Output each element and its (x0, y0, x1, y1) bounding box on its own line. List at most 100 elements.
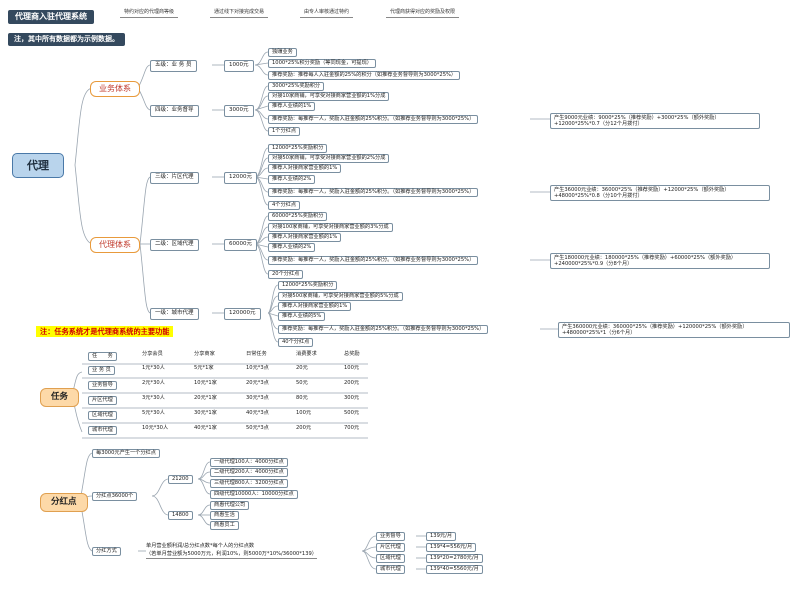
task-cell: 30元*3点 (246, 395, 269, 401)
l1-item: 推荐人业绩的5% (278, 312, 326, 322)
task-cell: 10元*3点 (246, 365, 269, 371)
l1-calc: 产生360000元业绩：360000*25%（推荐奖励）+120000*25%（… (558, 322, 790, 339)
level2-price: 60000元 (224, 239, 257, 251)
l4-item: 3000*25%奖励积分 (268, 82, 325, 92)
task-row-label: 城市代理 (88, 426, 117, 436)
level1-node: 一级：城市代理 (150, 308, 199, 320)
l3-item: 4个分红点 (268, 201, 301, 211)
task-header-cell: 日常任务 (246, 351, 267, 357)
dividend-formula-example: （若单月营业额为5000万元，利润10%，则5000万*10%/36000*13… (146, 551, 317, 560)
method-level: 业务督导 (376, 532, 405, 542)
level5-node: 五级：业 务 员 (150, 60, 197, 72)
dividend-node: 分红点 (40, 493, 88, 512)
agent-node: 代理体系 (90, 237, 140, 253)
l3-item: 对接50家商铺，可享受对接商家营业额的2%分成 (268, 154, 390, 164)
task-cell: 5元*30人 (142, 410, 165, 416)
level4-price: 3000元 (224, 105, 254, 117)
task-header-label: 任 务 (88, 352, 117, 362)
method-amount: 139*40=5560元/月 (426, 565, 483, 575)
l1-item: 对接500家商铺，可享受对接商家营业额的5%分成 (278, 292, 403, 302)
l2-calc: 产生180000元业绩：180000*25%（推荐奖励）+60000*25%（额… (550, 253, 770, 270)
method-amount: 139*20=2780元/月 (426, 554, 483, 564)
l5-item: 独赚业务 (268, 48, 297, 58)
l3-item: 推荐人对接商家营业额的1% (268, 164, 342, 174)
level5-price: 1000元 (224, 60, 254, 72)
l4-item: 推荐人业绩的1% (268, 102, 316, 112)
business-node: 业务体系 (90, 81, 140, 97)
level4-node: 四级：业务督导 (150, 105, 199, 117)
task-cell: 80元 (296, 395, 308, 401)
task-cell: 40元*3点 (246, 410, 269, 416)
l2-item: 对接100家商铺，可享受对接商家营业额的3%分成 (268, 223, 393, 233)
l1-item: 40个分红点 (278, 338, 314, 348)
task-cell: 700元 (344, 425, 360, 431)
l3-item: 推荐人业绩的2% (268, 175, 316, 185)
task-cell: 40元*1家 (194, 425, 217, 431)
dividend-method: 分红方式 (92, 547, 121, 557)
level3-price: 12000元 (224, 172, 257, 184)
task-cell: 500元 (344, 410, 360, 416)
l4-item: 推荐奖励：每推荐一人，奖励入驻金额的25%积分。（如推荐业务督导则为3000*2… (268, 115, 479, 125)
method-level: 城市代理 (376, 565, 405, 575)
dividend-total: 分红点36000个 (92, 492, 138, 502)
l3-item: 12000*25%奖励积分 (268, 144, 328, 154)
l4-calc: 产生9000元业绩：9000*25%（推荐奖励）+3000*25%（额外奖励）+… (550, 113, 760, 130)
task-cell: 20元 (296, 365, 308, 371)
l2-item: 推荐人对接商家营业额的1% (268, 233, 342, 243)
task-row-label: 片区代理 (88, 396, 117, 406)
note-task-main: 注：任务系统才是代理商系统的主要功能 (36, 326, 174, 338)
dividend-g1-item: 四级代理10000人：10000分红点 (210, 490, 298, 500)
task-cell: 20元*3点 (246, 380, 269, 386)
task-row-label: 业 务 员 (88, 366, 115, 376)
task-header-cell: 总奖励 (344, 351, 360, 357)
task-cell: 10元*30人 (142, 425, 169, 431)
page-title: 代理商入驻代理系统 (8, 10, 94, 24)
task-cell: 1元*30人 (142, 365, 165, 371)
task-cell: 3元*30人 (142, 395, 165, 401)
tab-offline: 通过线下对接完成交易 (210, 10, 269, 18)
dividend-g1-item: 二级代理200人：4000分红点 (210, 468, 288, 478)
task-cell: 300元 (344, 395, 360, 401)
level1-price: 120000元 (224, 308, 261, 320)
task-cell: 50元 (296, 380, 308, 386)
task-header-cell: 消费要求 (296, 351, 317, 357)
method-amount: 139*4=556元/月 (426, 543, 477, 553)
task-cell: 20元*1家 (194, 395, 217, 401)
task-cell: 100元 (296, 410, 312, 416)
task-node: 任务 (40, 388, 80, 407)
level2-node: 二级：区域代理 (150, 239, 199, 251)
dividend-g1-item: 一级代理100人：4000分红点 (210, 458, 288, 468)
dividend-g2-item: 商惠代理公司 (210, 501, 250, 511)
l5-item: 推荐奖励：推荐每人入驻金额的25%的积分（如推荐业务督导则为3000*25%） (268, 71, 461, 81)
dividend-formula: 单月营业额利润/总分红点数*每个人的分红点数 (146, 543, 255, 549)
l2-item: 推荐人业绩的2% (268, 243, 316, 253)
task-cell: 5元*1家 (194, 365, 214, 371)
task-cell: 10元*1家 (194, 380, 217, 386)
l1-item: 推荐人对接商家营业额的1% (278, 302, 352, 312)
tab-level: 特约对应的代理商等级 (120, 10, 179, 18)
task-row-label: 业务督导 (88, 381, 117, 391)
l4-item: 1个分红点 (268, 127, 301, 137)
task-cell: 30元*1家 (194, 410, 217, 416)
tab-review: 由专人审核通过特约 (300, 10, 354, 18)
task-cell: 200元 (344, 380, 360, 386)
l1-item: 推荐奖励：每推荐一人，奖励入驻金额的25%积分。（如推荐业务督导则为3000*2… (278, 325, 489, 335)
method-level: 片区代理 (376, 543, 405, 553)
l2-item: 60000*25%奖励积分 (268, 212, 328, 222)
method-level: 区域代理 (376, 554, 405, 564)
method-amount: 139元/月 (426, 532, 457, 542)
l5-item: 1000*25%积分奖励（等同现金，可提现） (268, 59, 376, 69)
l2-item: 推荐奖励：每推荐一人，奖励入驻金额的25%积分。（如推荐业务督导则为3000*2… (268, 256, 479, 266)
dividend-g1-item: 三级代理800人：3200分红点 (210, 479, 288, 489)
note-sample-data: 注，其中所有数据都为示例数据。 (8, 33, 125, 46)
root-node: 代理 (12, 153, 64, 178)
task-header-cell: 分享会员 (142, 351, 163, 357)
l1-item: 12000*25%奖励积分 (278, 281, 338, 291)
task-cell: 50元*3点 (246, 425, 269, 431)
task-cell: 100元 (344, 365, 360, 371)
task-cell: 200元 (296, 425, 312, 431)
l4-item: 对接10家商铺，可享受对接商家营业额的1%分成 (268, 92, 390, 102)
l3-calc: 产生36000元业绩：36000*25%（推荐奖励）+12000*25%（额外奖… (550, 185, 770, 202)
task-row-label: 区域代理 (88, 411, 117, 421)
